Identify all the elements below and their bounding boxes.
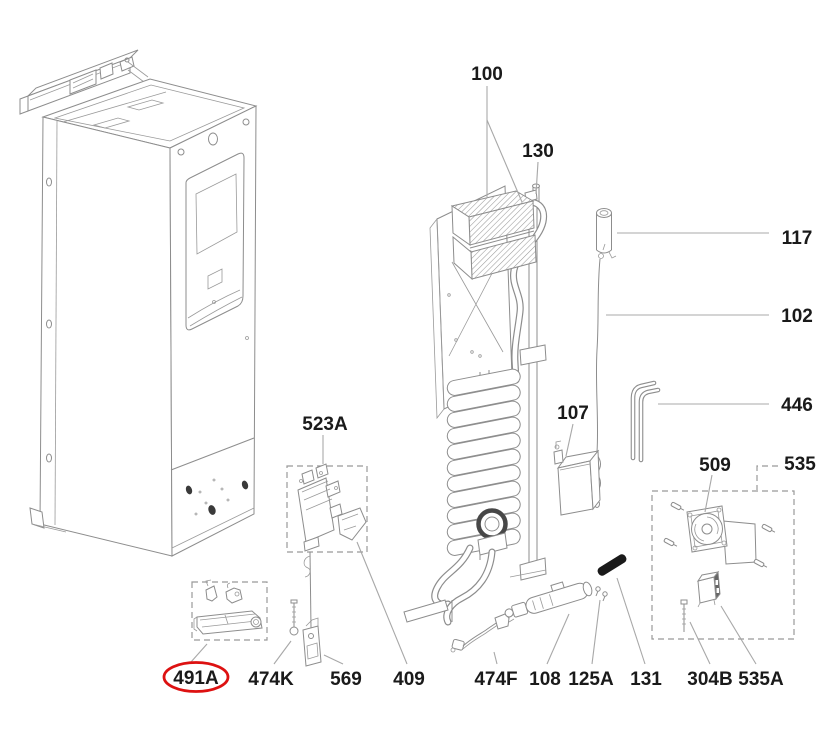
part-label-509: 509 [699, 455, 731, 476]
part-535-kit-box [651, 465, 795, 640]
part-label-523A: 523A [302, 414, 348, 435]
part-label-491A: 491A [173, 668, 219, 689]
part-label-130: 130 [522, 141, 554, 162]
part-label-102: 102 [781, 306, 813, 327]
part-108-drawing [504, 581, 593, 618]
part-label-117: 117 [782, 228, 813, 249]
part-label-100: 100 [471, 64, 503, 85]
part-label-125A: 125A [568, 669, 614, 690]
part-535A-relay [696, 570, 721, 608]
part-label-107: 107 [557, 403, 589, 424]
refrigerator-cabinet-drawing [19, 49, 258, 557]
part-label-535A: 535A [738, 669, 784, 690]
part-label-474F: 474F [474, 669, 517, 690]
part-label-446: 446 [781, 395, 813, 416]
part-107-drawing [553, 440, 601, 516]
part-label-409: 409 [393, 669, 425, 690]
part-491A-kit-box [191, 579, 268, 641]
part-409-baffle [337, 507, 367, 541]
part-label-108: 108 [529, 669, 561, 690]
part-label-569: 569 [330, 669, 362, 690]
highlight-ellipse-491A [162, 661, 230, 693]
part-125A-drawing [595, 586, 608, 602]
part-523A-kit-box [286, 463, 368, 553]
part-label-535: 535 [784, 454, 816, 475]
cooling-unit-assembly-drawing [403, 183, 548, 626]
leader-lines [190, 86, 769, 665]
part-509-fan [686, 505, 728, 553]
part-304B-screw [680, 599, 688, 632]
part-569-drawing [302, 551, 322, 667]
part-label-131: 131 [630, 669, 662, 690]
part-446-drawing [630, 380, 661, 463]
part-labels: 100 130 117 102 446 107 523A 509 535 491… [173, 64, 816, 690]
part-474F-drawing [450, 613, 515, 653]
part-label-304B: 304B [687, 669, 732, 690]
part-label-474K: 474K [248, 669, 294, 690]
part-131-drawing [597, 554, 627, 576]
part-474K-drawing [289, 599, 299, 636]
part-117-drawing [596, 208, 617, 259]
